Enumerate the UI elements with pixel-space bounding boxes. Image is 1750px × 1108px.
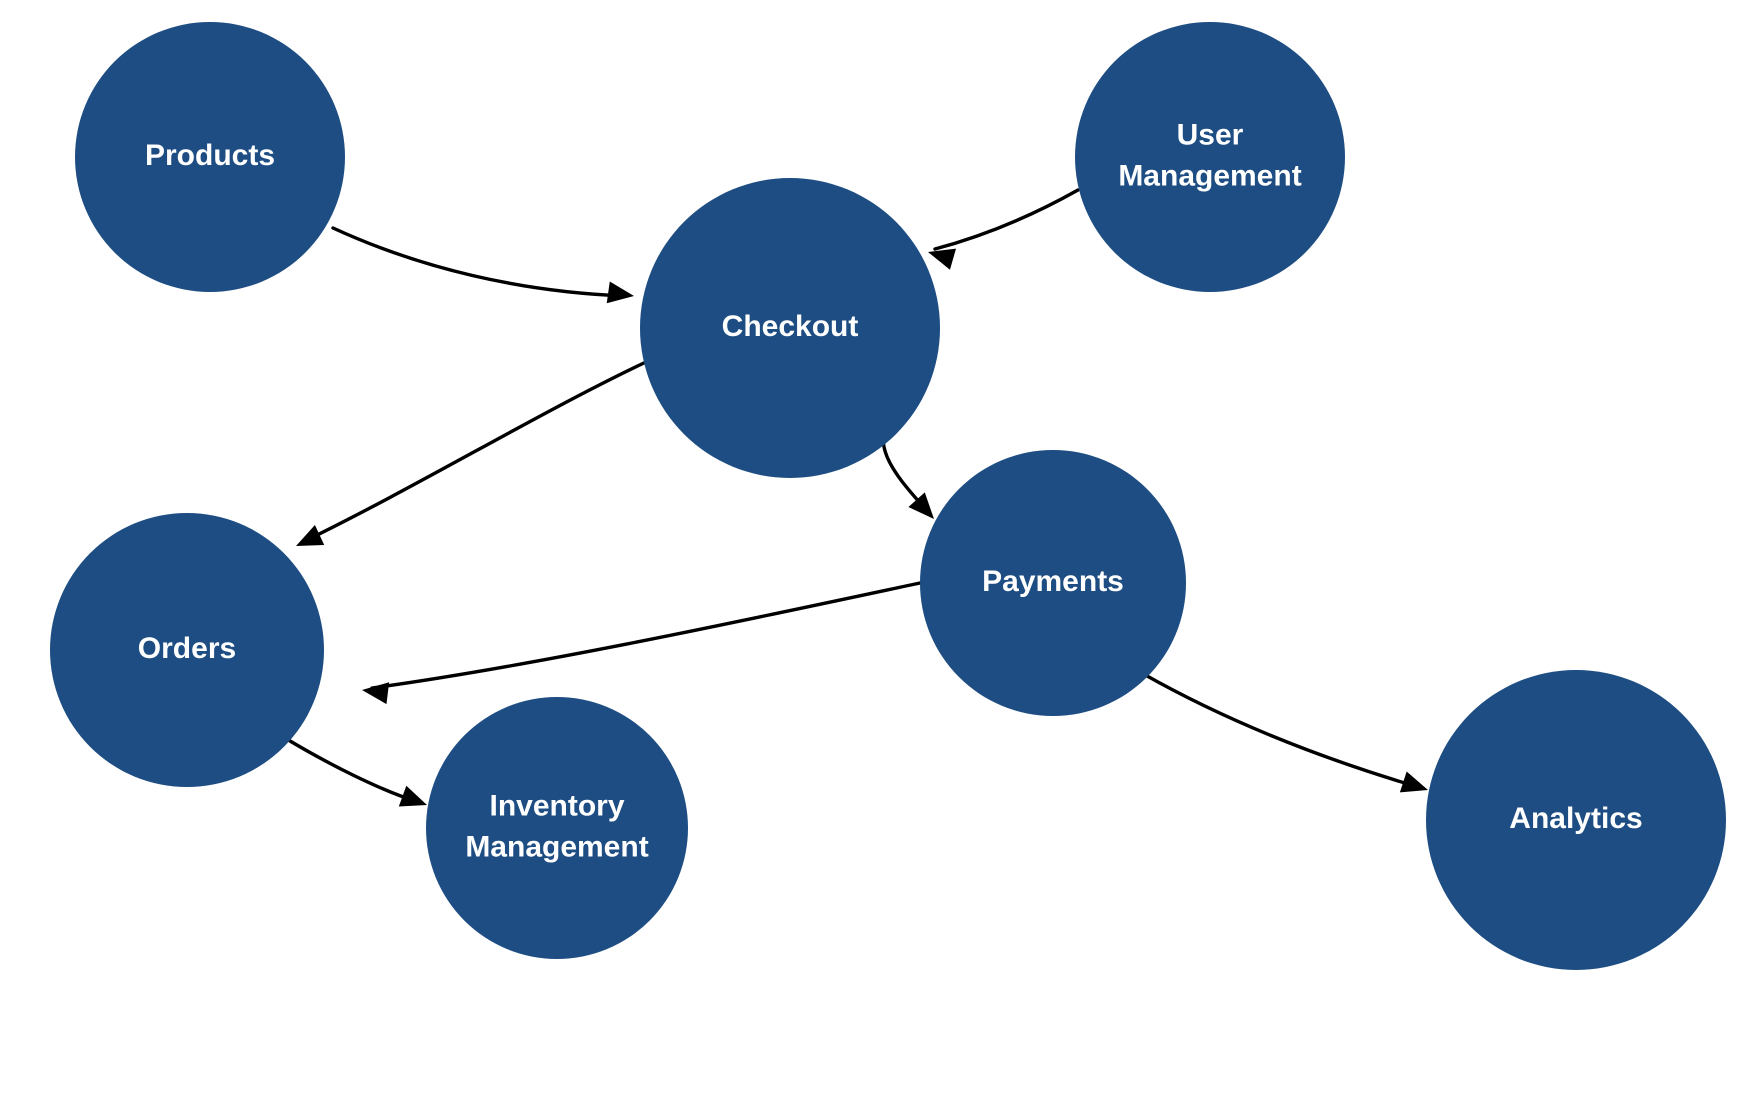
edge-line <box>1138 670 1420 789</box>
edge-line <box>370 581 922 690</box>
edge-line <box>933 188 1080 251</box>
arrowhead-icon <box>908 492 934 519</box>
node-label: Orders <box>138 632 236 665</box>
node-label: Payments <box>982 565 1124 598</box>
arrowhead-icon <box>362 682 390 705</box>
edge-line <box>303 348 674 543</box>
edge-products-checkout <box>331 226 634 304</box>
edge-orders-inventory <box>283 736 427 807</box>
node-products[interactable]: Products <box>75 22 345 292</box>
edge-user-checkout <box>928 188 1080 270</box>
edge-checkout-orders <box>296 348 674 546</box>
node-label: Analytics <box>1509 802 1642 835</box>
node-analytics[interactable]: Analytics <box>1426 670 1726 970</box>
node-label: Products <box>145 139 275 172</box>
arrowhead-icon <box>1399 771 1428 793</box>
node-circle[interactable] <box>426 697 688 959</box>
node-circle[interactable] <box>50 513 324 787</box>
arrowhead-icon <box>606 281 634 304</box>
arrowhead-icon <box>398 785 427 807</box>
edge-payments-orders <box>362 581 922 705</box>
node-circle[interactable] <box>640 178 940 478</box>
edges-layer <box>283 188 1428 807</box>
arrowhead-icon <box>928 248 957 270</box>
arrowhead-icon <box>296 525 325 546</box>
node-circle[interactable] <box>1075 22 1345 292</box>
node-circle[interactable] <box>920 450 1186 716</box>
node-checkout[interactable]: Checkout <box>640 178 940 478</box>
edge-payments-analytics <box>1138 670 1428 793</box>
edge-line <box>283 736 420 804</box>
node-label: Checkout <box>722 310 859 343</box>
node-payments[interactable]: Payments <box>920 450 1186 716</box>
node-circle[interactable] <box>1426 670 1726 970</box>
node-circle[interactable] <box>75 22 345 292</box>
node-orders[interactable]: Orders <box>50 513 324 787</box>
edge-line <box>331 226 628 298</box>
